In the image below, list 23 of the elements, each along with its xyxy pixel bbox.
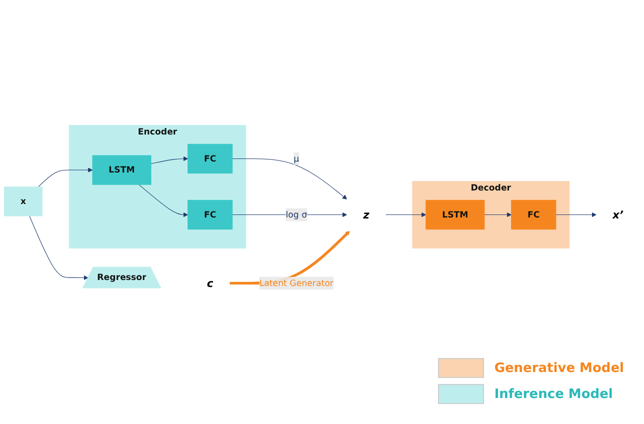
edge-label: log σ — [286, 209, 308, 220]
node-box: LSTM — [426, 200, 485, 230]
arrow — [138, 184, 188, 217]
node-box: x — [4, 186, 42, 216]
node-text: x’ — [612, 208, 624, 221]
arrow — [38, 167, 93, 187]
node-box: FC — [188, 144, 233, 174]
edge-label: Latent Generator — [259, 277, 334, 288]
node-box: FC — [511, 200, 556, 230]
arrow — [29, 215, 88, 280]
node-text: c — [206, 276, 214, 290]
arrow — [232, 212, 348, 217]
arrow — [385, 212, 426, 217]
node-box: FC — [188, 200, 233, 230]
arrow — [556, 212, 597, 217]
arrow — [232, 158, 348, 200]
legend-label: Inference Model — [494, 386, 613, 402]
arrow — [484, 212, 512, 217]
node-box: LSTM — [92, 154, 152, 185]
arrow — [150, 156, 188, 164]
node-text: z — [363, 208, 370, 221]
edge-label: μ — [294, 153, 300, 164]
legend-label: Generative Model — [494, 360, 624, 376]
